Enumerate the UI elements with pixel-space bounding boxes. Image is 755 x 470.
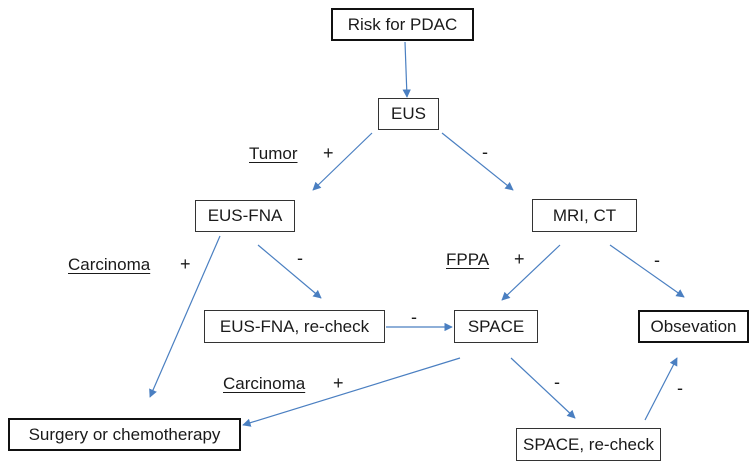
label-fppa: FPPA bbox=[446, 250, 490, 269]
label-tumor-plus: + bbox=[323, 143, 334, 163]
node-eus-fna-recheck: EUS-FNA, re-check bbox=[204, 310, 385, 343]
node-eus-fna: EUS-FNA bbox=[195, 200, 295, 232]
arrow-eus-to-mri-ct bbox=[441, 132, 514, 191]
label-carcinoma-1-plus: + bbox=[180, 254, 191, 274]
label-fna-minus: - bbox=[297, 248, 303, 268]
label-mri-minus: - bbox=[654, 250, 660, 270]
arrow-eus-to-eus-fna bbox=[312, 132, 373, 191]
arrow-recheck-to-observation bbox=[644, 357, 678, 421]
label-carcinoma-2: Carcinoma bbox=[223, 374, 306, 393]
node-surgery-or-chemotherapy: Surgery or chemotherapy bbox=[8, 418, 241, 451]
label-fppa-plus: + bbox=[514, 249, 525, 269]
label-space-recheck-minus: - bbox=[677, 378, 683, 398]
arrow-risk-to-eus bbox=[402, 41, 411, 98]
node-space-recheck: SPACE, re-check bbox=[516, 428, 661, 461]
node-eus: EUS bbox=[378, 98, 439, 130]
label-space-minus: - bbox=[554, 372, 560, 392]
arrow-eus-fna-to-recheck bbox=[257, 244, 322, 299]
node-space: SPACE bbox=[454, 310, 538, 343]
label-carcinoma-2-plus: + bbox=[333, 373, 344, 393]
arrow-mri-to-space bbox=[501, 244, 561, 301]
label-recheck-minus: - bbox=[411, 307, 417, 327]
node-mri-ct: MRI, CT bbox=[532, 199, 637, 232]
arrow-space-to-recheck bbox=[510, 357, 576, 419]
arrow-eus-fna-to-surgery bbox=[149, 235, 221, 398]
arrow-mri-to-observation bbox=[609, 244, 685, 298]
label-tumor: Tumor bbox=[249, 144, 298, 163]
node-observation: Obsevation bbox=[638, 310, 749, 343]
label-eus-minus: - bbox=[482, 142, 488, 162]
arrow-space-to-surgery bbox=[242, 357, 461, 427]
label-carcinoma-1: Carcinoma bbox=[68, 255, 151, 274]
node-risk-for-pdac: Risk for PDAC bbox=[331, 8, 474, 41]
